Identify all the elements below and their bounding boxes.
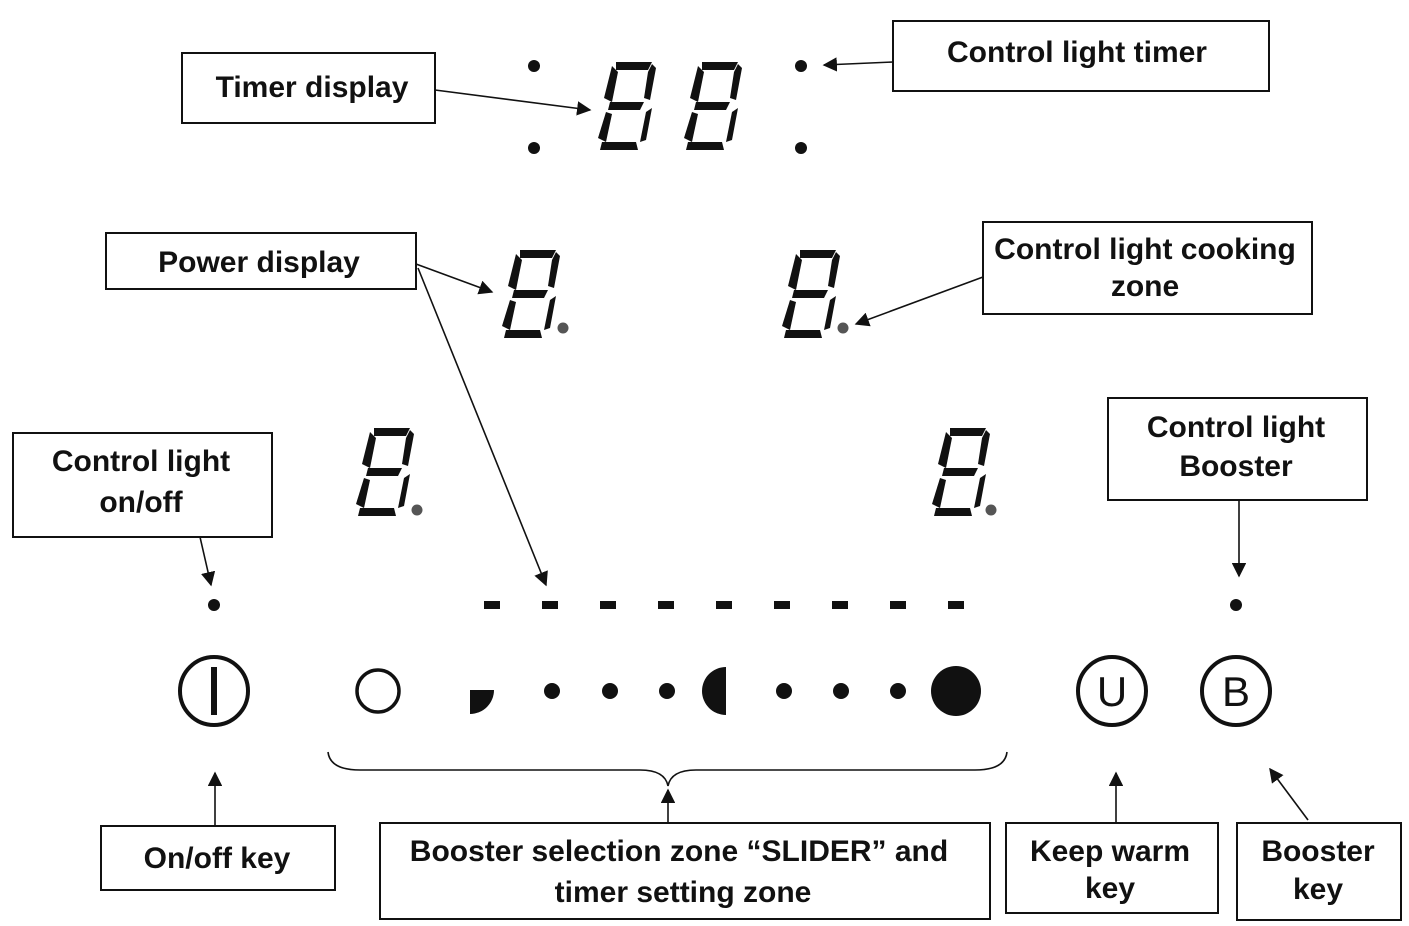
power-icon (178, 655, 250, 727)
timer-control-light-dot (528, 142, 540, 154)
slider-level-dash (890, 601, 906, 609)
cooking-zone-control-light (557, 322, 569, 334)
onoff-key[interactable] (178, 655, 250, 727)
label-slider-line2: timer setting zone (555, 876, 812, 909)
timer-digit-1 (598, 62, 656, 150)
slider-step-dot[interactable] (544, 683, 560, 699)
callout-timer-display: Timer display (181, 52, 436, 124)
slider-level-dash (774, 601, 790, 609)
slider-level-dash (716, 601, 732, 609)
cooking-zone-control-light (837, 322, 849, 334)
label-onoff-key: On/off key (144, 842, 291, 875)
booster-symbol: B (1222, 668, 1250, 715)
half-circle-icon[interactable] (702, 667, 726, 715)
timer-digit-2 (684, 62, 742, 150)
arrow-timer-display (434, 89, 592, 116)
power-display-front-right (932, 428, 997, 516)
slider-level-dash (542, 601, 558, 609)
callout-slider: Booster selection zone “SLIDER” and time… (379, 822, 991, 920)
arrow-control-light-onoff (199, 536, 216, 587)
timer-control-light-dot (795, 142, 807, 154)
slider-step-dot[interactable] (776, 683, 792, 699)
cooking-zone-control-light (411, 504, 423, 516)
callout-keep-warm-key: Keep warm key (1005, 822, 1219, 914)
slider-level-dash (948, 601, 964, 609)
label-control-light-cooking-zone-line1: Control light cooking (994, 233, 1296, 266)
slider-level-dash (484, 601, 500, 609)
quarter-circle-icon[interactable] (470, 690, 494, 714)
label-power-display: Power display (158, 246, 360, 279)
label-keep-warm-key-line1: Keep warm (1030, 835, 1190, 868)
cooking-zone-control-light (985, 504, 997, 516)
arrow-control-light-timer (822, 57, 894, 72)
slider-step-dot[interactable] (833, 683, 849, 699)
power-display-rear-right (782, 250, 849, 338)
slider-step-dot[interactable] (659, 683, 675, 699)
keep-warm-key[interactable]: U (1076, 655, 1148, 727)
slider-level-dash (832, 601, 848, 609)
onoff-control-light (208, 599, 220, 611)
booster-key[interactable]: B (1200, 655, 1272, 727)
label-booster-key-line1: Booster (1261, 835, 1375, 868)
booster-icon (1200, 655, 1272, 727)
label-control-light-onoff-line1: Control light (52, 445, 230, 478)
slider-brace (327, 751, 1008, 787)
slider-level-dash (600, 601, 616, 609)
arrow-booster-key (1269, 767, 1309, 821)
arrow-power-display-2 (417, 267, 548, 587)
full-circle-icon[interactable] (931, 666, 981, 716)
timer-display (528, 60, 807, 154)
label-control-light-booster-line2: Booster (1179, 450, 1293, 483)
label-control-light-cooking-zone-line2: zone (1111, 270, 1179, 303)
empty-circle-icon[interactable] (355, 668, 401, 714)
callout-control-light-onoff: Control light on/off (12, 432, 273, 538)
booster-control-light (1230, 599, 1242, 611)
timer-control-light-dot (795, 60, 807, 72)
callout-control-light-booster: Control light Booster (1107, 397, 1368, 501)
callout-control-light-cooking-zone: Control light cooking zone (982, 221, 1313, 315)
label-slider-line1: Booster selection zone “SLIDER” and (410, 835, 948, 868)
power-display-rear-left (502, 250, 569, 338)
power-display-front-left (356, 428, 423, 516)
callout-onoff-key: On/off key (100, 825, 336, 891)
slider-level-dash (658, 601, 674, 609)
arrow-power-display-1 (415, 263, 494, 295)
slider-step-dot[interactable] (890, 683, 906, 699)
label-control-light-onoff-line2: on/off (99, 486, 183, 519)
slider-step-dot[interactable] (602, 683, 618, 699)
arrow-control-light-cooking-zone (854, 276, 984, 327)
label-control-light-booster-line1: Control light (1147, 411, 1325, 444)
power-icon-bar (211, 667, 217, 715)
callout-control-light-timer: Control light timer (892, 20, 1270, 92)
label-keep-warm-key-line2: key (1085, 872, 1135, 905)
label-timer-display: Timer display (216, 71, 409, 104)
keep-warm-icon (1076, 655, 1148, 727)
slider-level-indicators (484, 601, 964, 609)
callout-power-display: Power display (105, 232, 417, 290)
timer-control-light-dot (528, 60, 540, 72)
callout-booster-key: Booster key (1236, 822, 1402, 921)
keep-warm-symbol: U (1097, 668, 1127, 715)
booster-slider[interactable] (355, 666, 981, 716)
label-control-light-timer: Control light timer (947, 36, 1207, 69)
label-booster-key-line2: key (1293, 873, 1343, 906)
